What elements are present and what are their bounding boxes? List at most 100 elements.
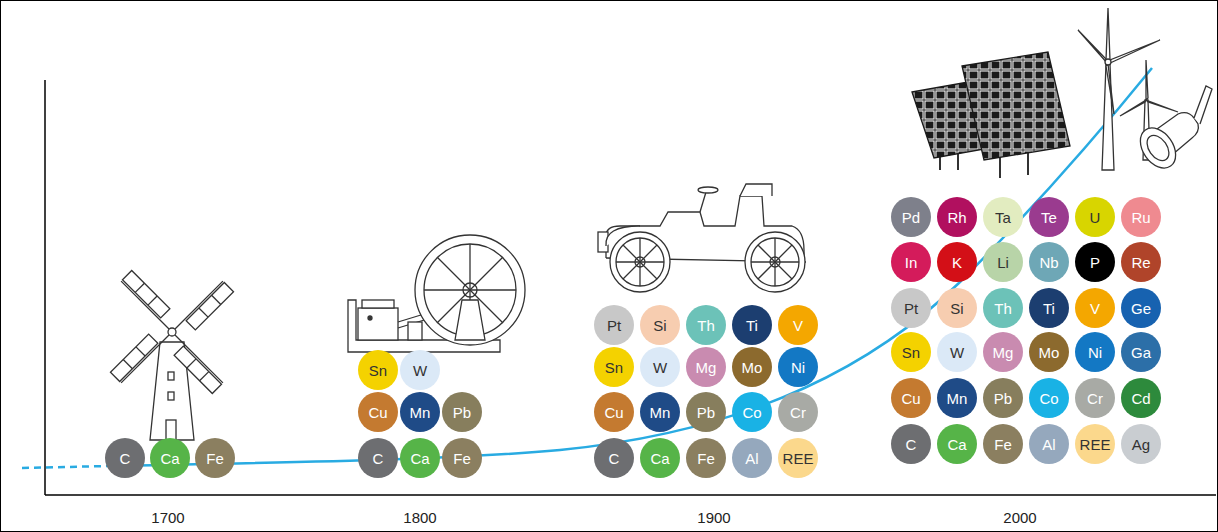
- element-symbol: Mn: [947, 391, 968, 406]
- element-symbol: Ca: [650, 451, 669, 466]
- element-symbol: Li: [997, 255, 1009, 270]
- element-symbol: Ge: [1131, 301, 1151, 316]
- catalytic-converter: [1133, 86, 1212, 175]
- element-symbol: Ru: [1131, 210, 1150, 225]
- element-circle: Pb: [686, 392, 726, 432]
- element-circle: Ni: [778, 347, 818, 387]
- element-symbol: W: [413, 363, 427, 378]
- element-symbol: Mo: [1039, 345, 1060, 360]
- element-circle: C: [891, 424, 931, 464]
- element-circle: Pd: [891, 197, 931, 237]
- element-symbol: Co: [742, 405, 761, 420]
- element-symbol: Fe: [453, 451, 471, 466]
- element-symbol: Ag: [1132, 437, 1150, 452]
- element-symbol: Fe: [994, 437, 1012, 452]
- element-circle: Cr: [778, 392, 818, 432]
- element-symbol: Cu: [604, 405, 623, 420]
- element-symbol: Mn: [650, 405, 671, 420]
- element-circle: W: [400, 350, 440, 390]
- vintage-car: [598, 184, 806, 292]
- wind-turbines: [1078, 8, 1178, 170]
- element-circle: Cd: [1121, 378, 1161, 418]
- element-circle: REE: [1075, 424, 1115, 464]
- element-symbol: Cu: [901, 391, 920, 406]
- element-circle: Pb: [442, 392, 482, 432]
- element-symbol: Co: [1039, 391, 1058, 406]
- element-symbol: REE: [1080, 437, 1111, 452]
- element-symbol: Ca: [160, 451, 179, 466]
- element-symbol: Cr: [790, 405, 806, 420]
- element-symbol: Sn: [605, 360, 623, 375]
- axis-year: 2000: [1003, 509, 1036, 526]
- element-circle: Pt: [891, 288, 931, 328]
- element-symbol: Mg: [696, 360, 717, 375]
- element-circle: P: [1075, 242, 1115, 282]
- element-circle: Nb: [1029, 242, 1069, 282]
- element-circle: Li: [983, 242, 1023, 282]
- element-circle: Al: [1029, 424, 1069, 464]
- element-circle: Te: [1029, 197, 1069, 237]
- element-symbol: Ti: [746, 318, 758, 333]
- element-circle: Ge: [1121, 288, 1161, 328]
- solar-panels: [912, 52, 1070, 178]
- element-symbol: Nb: [1039, 255, 1058, 270]
- element-symbol: Th: [697, 318, 715, 333]
- element-symbol: Pt: [904, 301, 918, 316]
- element-circle: W: [640, 347, 680, 387]
- element-symbol: Ni: [1088, 345, 1102, 360]
- element-symbol: Ca: [947, 437, 966, 452]
- element-circle: Mg: [983, 332, 1023, 372]
- element-symbol: Pb: [453, 405, 471, 420]
- element-circle: Mo: [1029, 332, 1069, 372]
- element-circle: Mo: [732, 347, 772, 387]
- axis-year: 1900: [697, 509, 730, 526]
- element-circle: Cu: [358, 392, 398, 432]
- element-circle: Sn: [358, 350, 398, 390]
- element-circle: Ti: [1029, 288, 1069, 328]
- element-symbol: Cr: [1087, 391, 1103, 406]
- element-symbol: Ta: [995, 210, 1011, 225]
- element-circle: Mg: [686, 347, 726, 387]
- element-symbol: Ga: [1131, 345, 1151, 360]
- element-symbol: P: [1090, 255, 1100, 270]
- element-symbol: Cu: [368, 405, 387, 420]
- element-circle: V: [1075, 288, 1115, 328]
- element-circle: Co: [732, 392, 772, 432]
- element-symbol: Ni: [791, 360, 805, 375]
- element-circle: REE: [778, 438, 818, 478]
- element-circle: Fe: [442, 438, 482, 478]
- element-circle: Ca: [640, 438, 680, 478]
- element-circle: Rh: [937, 197, 977, 237]
- element-symbol: K: [952, 255, 962, 270]
- element-symbol: Cd: [1131, 391, 1150, 406]
- element-symbol: REE: [783, 451, 814, 466]
- element-circle: Fe: [195, 438, 235, 478]
- element-circle: Fe: [983, 424, 1023, 464]
- element-circle: V: [778, 305, 818, 345]
- axis-year: 1800: [403, 509, 436, 526]
- element-symbol: Al: [745, 451, 758, 466]
- element-symbol: W: [950, 345, 964, 360]
- element-circle: Fe: [686, 438, 726, 478]
- element-circle: Th: [686, 305, 726, 345]
- element-circle: In: [891, 242, 931, 282]
- element-circle: Mn: [937, 378, 977, 418]
- element-circle: C: [358, 438, 398, 478]
- element-circle: Sn: [594, 347, 634, 387]
- element-circle: Ru: [1121, 197, 1161, 237]
- element-symbol: Sn: [902, 345, 920, 360]
- element-symbol: Th: [994, 301, 1012, 316]
- element-symbol: Mg: [993, 345, 1014, 360]
- element-symbol: Pd: [902, 210, 920, 225]
- element-symbol: C: [373, 451, 384, 466]
- element-circle: Ca: [937, 424, 977, 464]
- element-circle: Pb: [983, 378, 1023, 418]
- element-circle: Re: [1121, 242, 1161, 282]
- element-circle: K: [937, 242, 977, 282]
- element-symbol: Mo: [742, 360, 763, 375]
- element-circle: W: [937, 332, 977, 372]
- element-circle: Ta: [983, 197, 1023, 237]
- element-circle: Mn: [640, 392, 680, 432]
- element-symbol: V: [1090, 301, 1100, 316]
